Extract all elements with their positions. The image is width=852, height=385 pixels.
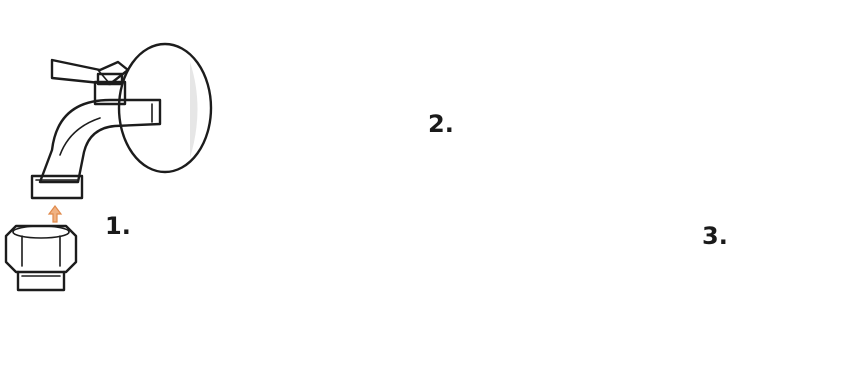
step-1-label: 1. xyxy=(105,214,131,238)
wall-rosette-1 xyxy=(119,44,211,172)
step-2-label: 2. xyxy=(428,112,454,136)
faucet-body-1 xyxy=(32,60,160,198)
adapter-1 xyxy=(6,226,76,290)
step-1-illustration xyxy=(6,44,211,290)
step-3-label: 3. xyxy=(702,224,728,248)
arrow-up-1 xyxy=(49,206,61,222)
